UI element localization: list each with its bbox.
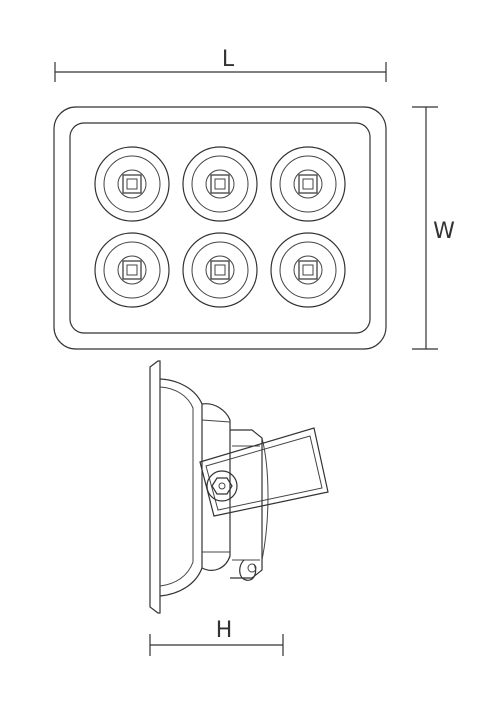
dimension-length: L	[54, 47, 387, 82]
led-chip-icon	[122, 260, 142, 280]
led-lens	[293, 255, 323, 285]
led-chip-core	[214, 264, 226, 276]
housing-outer-frame	[53, 106, 387, 350]
led-reflector-inner	[103, 155, 161, 213]
side-wire	[261, 437, 269, 561]
front-view	[53, 106, 387, 350]
led-reflector-inner	[279, 155, 337, 213]
housing-inner-frame	[69, 122, 371, 334]
label-width: W	[433, 219, 455, 244]
led-module	[182, 146, 258, 222]
led-chip-icon	[210, 174, 230, 194]
led-module-grid	[94, 146, 346, 308]
led-chip-core	[302, 178, 314, 190]
side-heatsink	[201, 403, 231, 571]
led-lens	[205, 255, 235, 285]
side-view	[149, 360, 329, 614]
led-reflector-outer	[270, 232, 346, 308]
led-module	[270, 146, 346, 222]
bracket-pivot-knob	[206, 470, 238, 502]
side-driver-box	[230, 429, 263, 579]
led-reflector-inner	[191, 155, 249, 213]
led-chip-icon	[210, 260, 230, 280]
led-module	[94, 146, 170, 222]
led-lens	[205, 169, 235, 199]
led-reflector-outer	[182, 232, 258, 308]
led-reflector-inner	[103, 241, 161, 299]
led-chip-core	[126, 178, 138, 190]
heatsink-line	[201, 419, 231, 423]
led-chip-icon	[298, 260, 318, 280]
led-chip-core	[214, 178, 226, 190]
led-lens	[117, 255, 147, 285]
led-chip-icon	[122, 174, 142, 194]
pivot-bolt-center	[218, 482, 226, 490]
pivot-bolt-icon	[211, 477, 233, 495]
side-cable-gland	[239, 559, 257, 581]
led-module	[270, 232, 346, 308]
label-height: H	[216, 618, 233, 643]
side-front-plate	[149, 360, 161, 614]
led-reflector-outer	[94, 232, 170, 308]
dimension-height: H	[149, 618, 284, 656]
led-chip-core	[126, 264, 138, 276]
label-length: L	[222, 47, 235, 72]
side-mounting-bracket	[199, 427, 329, 517]
side-bracket-inner	[205, 435, 323, 511]
led-module	[182, 232, 258, 308]
dimension-width: W	[412, 106, 455, 350]
cable-gland-nut	[247, 563, 257, 573]
led-reflector-outer	[270, 146, 346, 222]
led-reflector-inner	[279, 241, 337, 299]
side-housing-outer	[159, 378, 203, 597]
led-lens	[117, 169, 147, 199]
side-housing-inner	[159, 386, 194, 587]
led-reflector-inner	[191, 241, 249, 299]
led-module	[94, 232, 170, 308]
led-reflector-outer	[182, 146, 258, 222]
led-chip-icon	[298, 174, 318, 194]
led-reflector-outer	[94, 146, 170, 222]
led-chip-core	[302, 264, 314, 276]
led-lens	[293, 169, 323, 199]
